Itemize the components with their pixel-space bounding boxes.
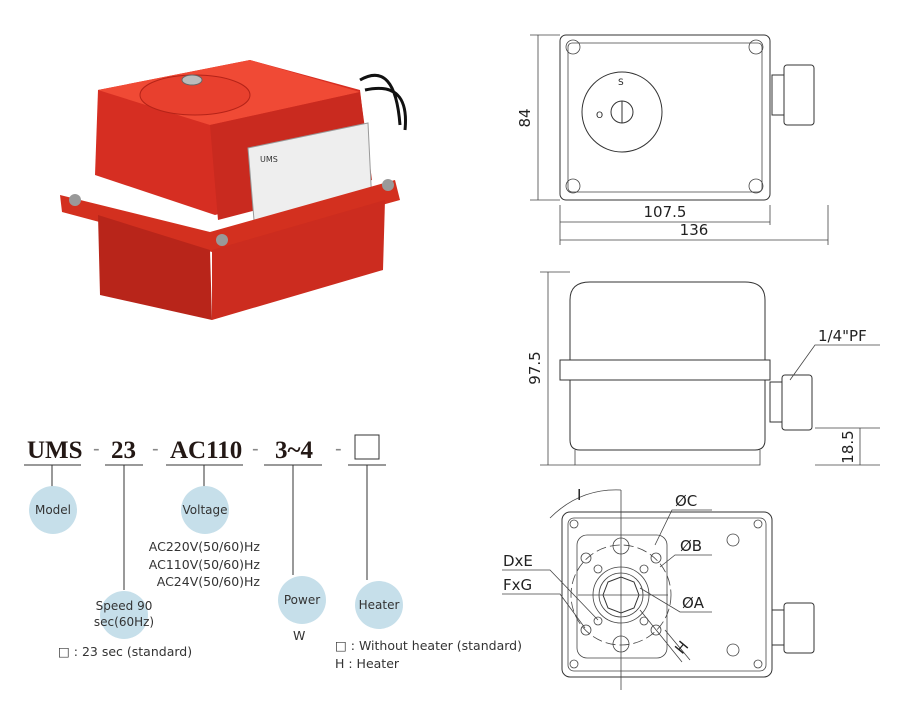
svg-text:ØA: ØA <box>682 594 705 612</box>
speed-bubble <box>100 591 148 639</box>
svg-text:O: O <box>596 111 603 121</box>
svg-text:97.5: 97.5 <box>526 351 544 384</box>
svg-text:23: 23 <box>111 437 136 464</box>
svg-text:-: - <box>252 438 259 460</box>
svg-text:DxE: DxE <box>503 552 533 570</box>
svg-text:Power: Power <box>284 593 320 607</box>
svg-text:Heater: Heater <box>359 598 400 612</box>
svg-text:136: 136 <box>680 221 709 239</box>
heater-bubble <box>355 581 403 629</box>
svg-text:I: I <box>577 486 581 504</box>
svg-text:H : Heater: H : Heater <box>335 656 400 671</box>
svg-text:W: W <box>293 628 305 643</box>
svg-text:107.5: 107.5 <box>644 203 687 221</box>
voltage-bubble <box>181 486 229 534</box>
bottom-view-drawing: I ØC ØB ØA DxE FxG H <box>502 486 815 690</box>
svg-text:1/4"PF: 1/4"PF <box>818 327 867 345</box>
svg-text:ØB: ØB <box>680 537 702 555</box>
svg-text:Speed 90: Speed 90 <box>96 599 153 613</box>
svg-text:-: - <box>152 438 159 460</box>
svg-text:18.5: 18.5 <box>839 430 857 463</box>
svg-text:3~4: 3~4 <box>275 437 314 464</box>
svg-text:S: S <box>618 78 624 88</box>
model-code: UMS - 23 - AC110 - 3~4 - Model Speed 90 … <box>24 434 522 671</box>
svg-text:□ : Without heater (standard): □ : Without heater (standard) <box>335 638 522 653</box>
svg-text:-: - <box>335 438 342 460</box>
svg-text:Voltage: Voltage <box>182 503 227 517</box>
svg-text:AC24V(50/60)Hz: AC24V(50/60)Hz <box>157 574 261 589</box>
power-bubble <box>278 576 326 624</box>
svg-text:sec(60Hz): sec(60Hz) <box>94 615 154 629</box>
top-view-drawing: S O 84 107.5 136 <box>516 34 829 245</box>
svg-text:ØC: ØC <box>675 492 697 510</box>
svg-text:-: - <box>93 438 100 460</box>
svg-text:AC110: AC110 <box>170 437 242 464</box>
svg-text:□ : 23 sec (standard): □ : 23 sec (standard) <box>58 644 192 659</box>
svg-text:H: H <box>671 637 692 657</box>
side-view-drawing: 97.5 1/4"PF 18.5 <box>526 271 880 466</box>
svg-text:Model: Model <box>35 503 71 517</box>
actuator-photo: UMS <box>60 60 407 320</box>
svg-text:UMS: UMS <box>27 437 83 464</box>
svg-text:AC220V(50/60)Hz: AC220V(50/60)Hz <box>149 539 261 554</box>
svg-text:AC110V(50/60)Hz: AC110V(50/60)Hz <box>149 557 261 572</box>
svg-text:FxG: FxG <box>503 576 532 594</box>
svg-text:84: 84 <box>516 108 534 127</box>
svg-text:UMS: UMS <box>260 155 278 164</box>
model-bubble <box>29 486 77 534</box>
heater-option-box <box>354 434 380 460</box>
